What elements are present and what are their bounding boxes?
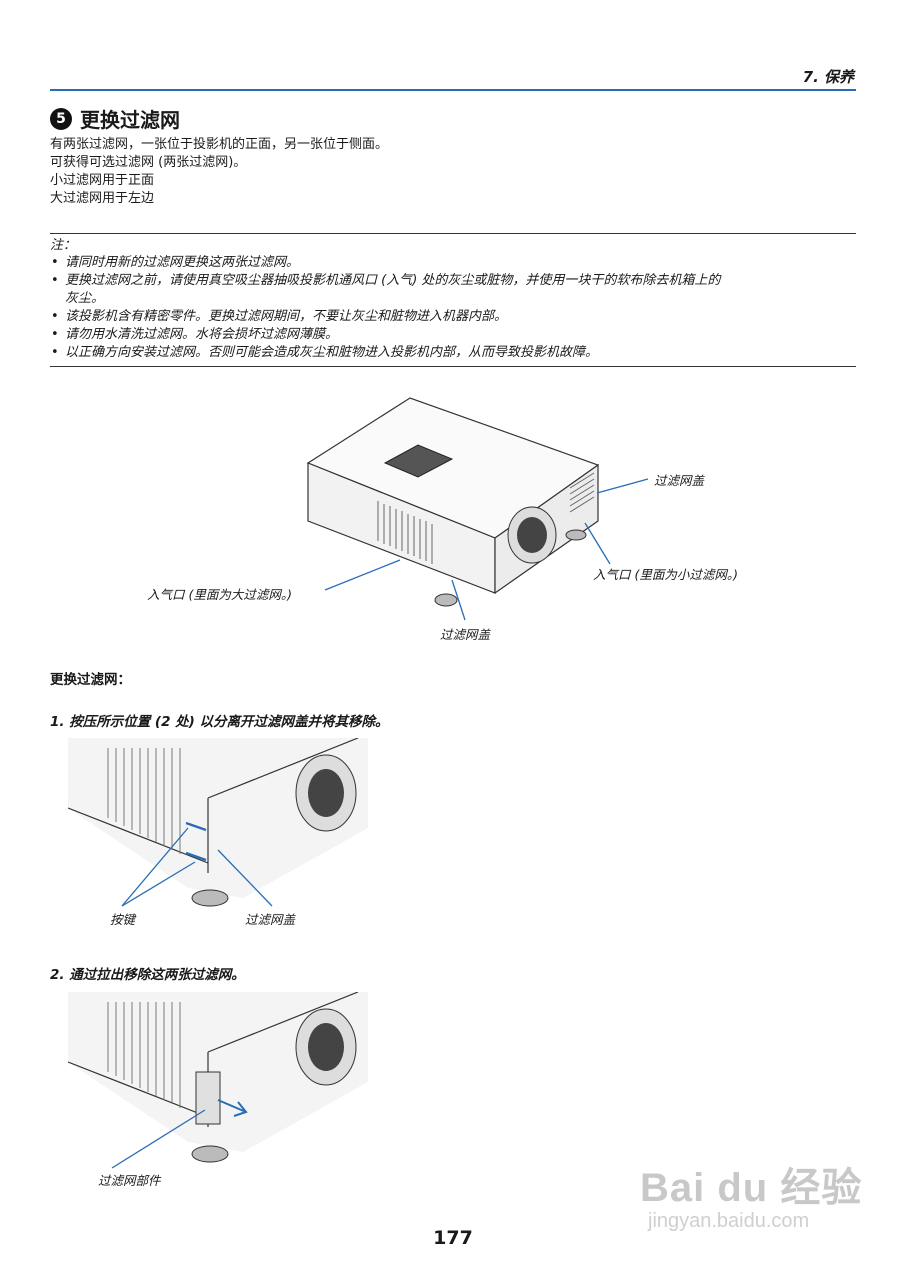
section-title-text: 更换过滤网 bbox=[80, 108, 180, 132]
label-button: 按键 bbox=[110, 912, 136, 927]
step-2-text: 2. 通过拉出移除这两张过滤网。 bbox=[50, 967, 245, 983]
section-number-badge: 5 bbox=[50, 107, 72, 130]
note-text: 以正确方向安装过滤网。否则可能会造成灰尘和脏物进入投影机内部，从而导致投影机故障… bbox=[65, 345, 599, 360]
label-filter-cover-step-1: 过滤网盖 bbox=[245, 912, 296, 927]
label-intake-small-filter: 入气口 (里面为小过滤网。) bbox=[593, 567, 738, 582]
bullet-icon: • bbox=[51, 255, 59, 270]
label-filter-cover-bottom: 过滤网盖 bbox=[440, 627, 491, 642]
chapter-title: 7. 保养 bbox=[802, 68, 854, 86]
intro-line: 小过滤网用于正面 bbox=[50, 173, 155, 188]
projector-illustration bbox=[306, 397, 600, 607]
note-text: 请勿用水清洗过滤网。水将会损坏过滤网薄膜。 bbox=[65, 327, 339, 342]
label-intake-large-filter: 入气口 (里面为大过滤网。) bbox=[147, 587, 292, 602]
note-item: • 请同时用新的过滤网更换这两张过滤网。 bbox=[50, 254, 856, 272]
note-text: 请同时用新的过滤网更换这两张过滤网。 bbox=[65, 255, 300, 270]
note-text: 灰尘。 bbox=[65, 291, 105, 306]
intro-line: 有两张过滤网，一张位于投影机的正面，另一张位于侧面。 bbox=[50, 137, 389, 152]
notes-list: • 请同时用新的过滤网更换这两张过滤网。 • 更换过滤网之前，请使用真空吸尘器抽吸投… bbox=[50, 254, 856, 362]
note-item: • 请勿用水清洗过滤网。水将会损坏过滤网薄膜。 bbox=[50, 326, 856, 344]
section-title: 5 更换过滤网 bbox=[50, 104, 180, 133]
watermark-logo: Bai du 经验 bbox=[640, 1166, 863, 1210]
note-text: 更换过滤网之前，请使用真空吸尘器抽吸投影机通风口 (入气) 处的灰尘或脏物，并使… bbox=[65, 273, 721, 288]
note-item: • 更换过滤网之前，请使用真空吸尘器抽吸投影机通风口 (入气) 处的灰尘或脏物，并… bbox=[50, 272, 856, 290]
label-filter-unit: 过滤网部件 bbox=[98, 1173, 161, 1188]
page-number: 177 bbox=[433, 1227, 473, 1249]
intro-paragraph: 有两张过滤网，一张位于投影机的正面，另一张位于侧面。 可获得可选过滤网 (两张过… bbox=[50, 136, 388, 208]
label-filter-cover-right: 过滤网盖 bbox=[654, 473, 705, 488]
procedure-heading: 更换过滤网： bbox=[50, 672, 131, 688]
note-item: • 该投影机含有精密零件。更换过滤网期间，不要让灰尘和脏物进入机器内部。 bbox=[50, 308, 856, 326]
step-1-illustration bbox=[68, 738, 368, 907]
step-2-illustration bbox=[68, 992, 368, 1163]
note-item: • 以正确方向安装过滤网。否则可能会造成灰尘和脏物进入投影机内部，从而导致投影机故… bbox=[50, 344, 856, 362]
notes-heading: 注： bbox=[50, 238, 77, 253]
note-item-continuation: 灰尘。 bbox=[50, 290, 856, 308]
header-rule bbox=[50, 89, 856, 91]
bullet-icon: • bbox=[51, 345, 59, 360]
bullet-icon: • bbox=[51, 273, 59, 288]
intro-line: 可获得可选过滤网 (两张过滤网)。 bbox=[50, 155, 247, 170]
bullet-icon: • bbox=[51, 309, 59, 324]
bullet-icon: • bbox=[51, 327, 59, 342]
note-text: 该投影机含有精密零件。更换过滤网期间，不要让灰尘和脏物进入机器内部。 bbox=[65, 309, 508, 324]
intro-line: 大过滤网用于左边 bbox=[50, 191, 155, 206]
step-1-text: 1. 按压所示位置 (2 处) 以分离开过滤网盖并将其移除。 bbox=[50, 714, 389, 730]
watermark-url: jingyan.baidu.com bbox=[648, 1210, 810, 1232]
notes-box: 注： • 请同时用新的过滤网更换这两张过滤网。 • 更换过滤网之前，请使用真空吸尘器… bbox=[50, 233, 856, 367]
